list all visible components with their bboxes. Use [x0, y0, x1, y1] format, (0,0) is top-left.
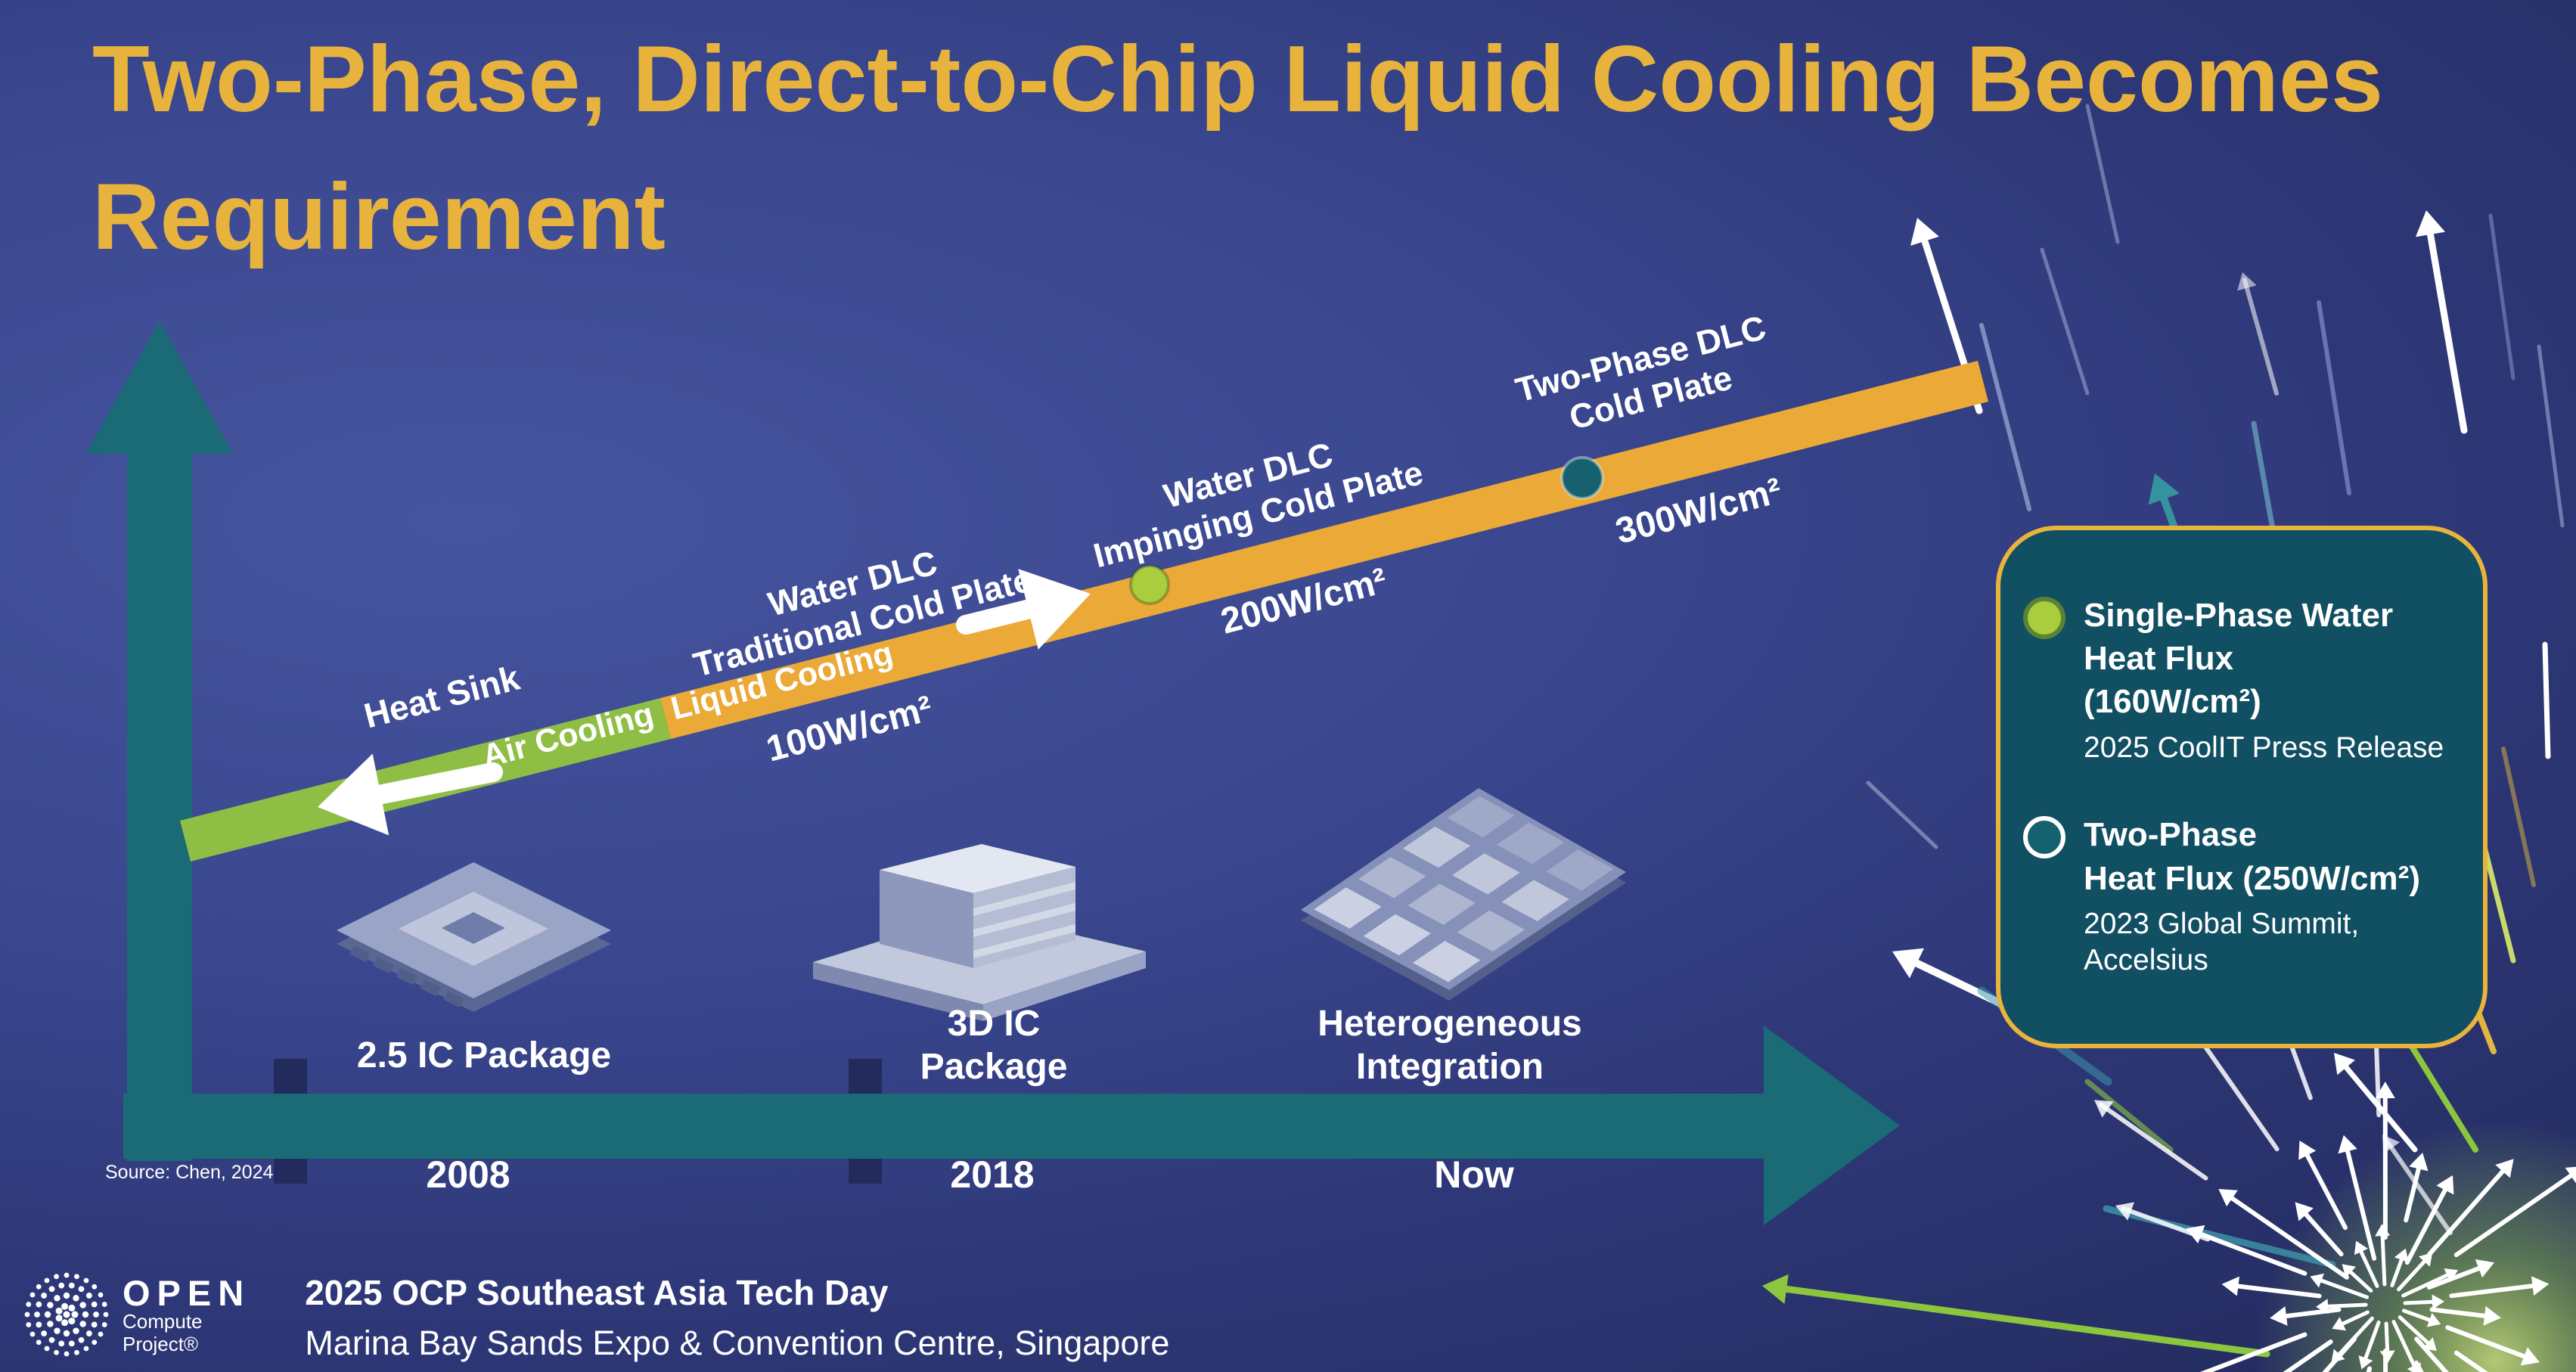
- x-axis-arrowhead: [1764, 1026, 1900, 1225]
- slide-title-line1: Two-Phase, Direct-to-Chip Liquid Cooling…: [92, 27, 2383, 132]
- ocp-wordmark-compute: Compute: [123, 1310, 203, 1333]
- timeline-label-2018: 2018: [950, 1153, 1035, 1196]
- timeline-label-now: Now: [1434, 1153, 1514, 1196]
- ocp-wordmark: OPEN Compute Project®: [123, 1275, 250, 1356]
- timeline-label-2008: 2008: [426, 1153, 511, 1196]
- legend-title-two-phase: Two-Phase Heat Flux (250W/cm²): [2084, 816, 2420, 897]
- legend-item-single-phase: Single-Phase Water Heat Flux (160W/cm²) …: [2023, 594, 2463, 766]
- ocp-wordmark-project: Project®: [123, 1332, 199, 1355]
- legend-panel: Single-Phase Water Heat Flux (160W/cm²) …: [1996, 526, 2488, 1048]
- ocp-logo-icon: [24, 1272, 109, 1357]
- teal-dot-marker: [1560, 456, 1604, 500]
- package-3dic-label: 3D IC Package: [920, 1004, 1068, 1087]
- package-heterogeneous-label: Heterogeneous Integration: [1317, 1004, 1582, 1087]
- x-axis-shaft: [123, 1094, 1766, 1159]
- y-axis-shaft: [127, 437, 192, 1161]
- legend-text-single-phase: Single-Phase Water Heat Flux (160W/cm²) …: [2084, 594, 2444, 766]
- package-25ic-label: 2.5 IC Package: [356, 1035, 612, 1076]
- legend-source-two-phase: 2023 Global Summit, Accelsius: [2084, 907, 2360, 977]
- legend-source-single-phase: 2025 CoolIT Press Release: [2084, 731, 2444, 764]
- slide-title: Two-Phase, Direct-to-Chip Liquid Cooling…: [92, 11, 2383, 287]
- green-dot-marker: [1129, 564, 1170, 605]
- legend-text-two-phase: Two-Phase Heat Flux (250W/cm²) 2023 Glob…: [2084, 813, 2420, 979]
- source-citation: Source: Chen, 2024: [105, 1162, 274, 1183]
- event-title: 2025 OCP Southeast Asia Tech Day: [305, 1273, 889, 1312]
- liquid-cooling-bar-segment: [660, 361, 1988, 739]
- slide-title-line2: Requirement: [92, 165, 666, 270]
- teal-dot-icon: [2023, 816, 2065, 859]
- ocp-wordmark-open: OPEN: [123, 1273, 251, 1313]
- event-block: 2025 OCP Southeast Asia Tech Day Marina …: [305, 1272, 1169, 1363]
- green-dot-icon: [2023, 597, 2065, 639]
- legend-item-two-phase: Two-Phase Heat Flux (250W/cm²) 2023 Glob…: [2023, 813, 2463, 979]
- y-axis-arrowhead: [86, 321, 233, 454]
- footer: OPEN Compute Project® 2025 OCP Southeast…: [21, 1268, 1169, 1363]
- event-venue: Marina Bay Sands Expo & Convention Centr…: [305, 1324, 1170, 1362]
- legend-title-single-phase: Single-Phase Water Heat Flux (160W/cm²): [2084, 597, 2394, 721]
